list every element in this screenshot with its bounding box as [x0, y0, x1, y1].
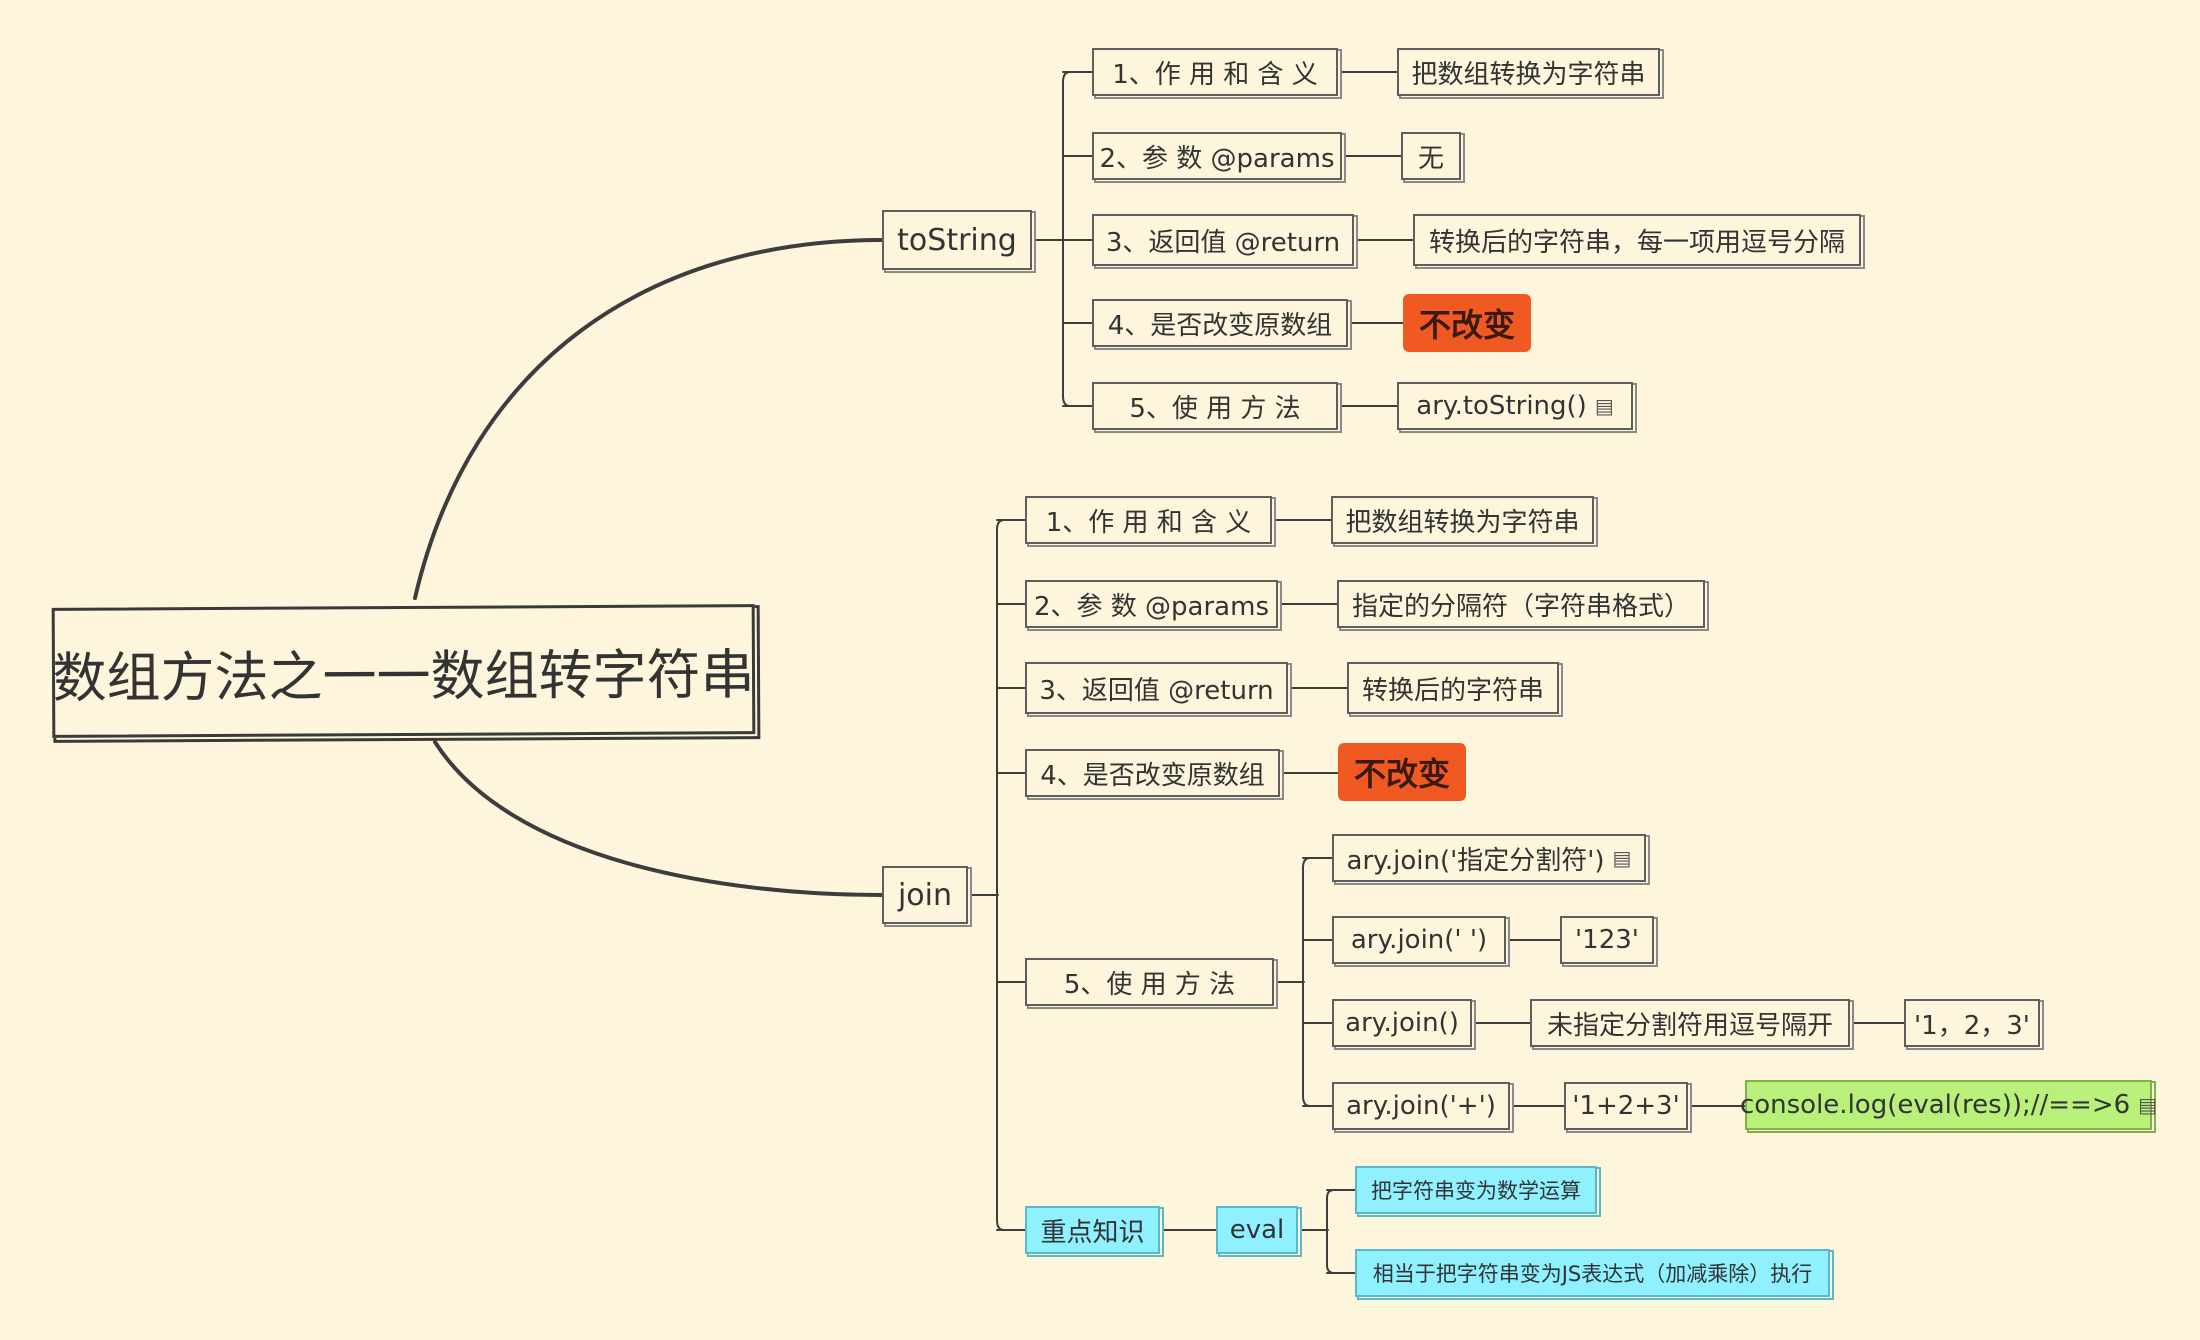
- join-row-1-label[interactable]: 1、作 用 和 含 义: [1025, 496, 1272, 544]
- join-row-3-label[interactable]: 3、返回值 @return: [1025, 662, 1288, 714]
- tostring-row-1-label[interactable]: 1、作 用 和 含 义: [1092, 48, 1338, 96]
- join-usage-4-extra-text: console.log(eval(res));//==>6: [1739, 1090, 2131, 1120]
- tostring-row-5-value[interactable]: ary.toString() ▤: [1397, 382, 1633, 430]
- root-topic[interactable]: 数组方法之一一数组转字符串: [51, 604, 756, 738]
- join-usage-2-result[interactable]: '123': [1560, 916, 1654, 964]
- tostring-row-4-value[interactable]: 不改变: [1403, 294, 1531, 352]
- join-usage-3-result[interactable]: '1，2，3': [1904, 999, 2040, 1047]
- tostring-row-5-label[interactable]: 5、使 用 方 法: [1092, 382, 1338, 430]
- join-usage-1-code[interactable]: ary.join('指定分割符') ▤: [1332, 834, 1646, 882]
- join-usage-4-extra[interactable]: console.log(eval(res));//==>6 ▤: [1740, 1080, 2157, 1130]
- join-key-eval-desc-2[interactable]: 相当于把字符串变为JS表达式（加减乘除）执行: [1355, 1249, 1830, 1297]
- join-usage-1-text: ary.join('指定分割符'): [1346, 845, 1605, 876]
- tostring-row-4-label[interactable]: 4、是否改变原数组: [1092, 299, 1348, 347]
- join-usage-3-note[interactable]: 未指定分割符用逗号隔开: [1530, 999, 1850, 1047]
- tostring-row-3-label[interactable]: 3、返回值 @return: [1092, 214, 1354, 266]
- note-icon[interactable]: ▤: [2138, 1093, 2158, 1117]
- tostring-usage-text: ary.toString(): [1416, 391, 1587, 421]
- join-branch-lines: [967, 519, 1905, 1274]
- join-row-5-label[interactable]: 5、使 用 方 法: [1025, 958, 1274, 1006]
- join-row-2-label[interactable]: 2、参 数 @params: [1025, 580, 1278, 628]
- topic-tostring[interactable]: toString: [882, 210, 1032, 270]
- tostring-row-3-value[interactable]: 转换后的字符串，每一项用逗号分隔: [1413, 214, 1861, 266]
- join-usage-4-result[interactable]: '1+2+3': [1564, 1082, 1688, 1130]
- join-row-1-value[interactable]: 把数组转换为字符串: [1331, 496, 1594, 544]
- root-to-join-curve: [433, 740, 884, 897]
- note-icon[interactable]: ▤: [1612, 846, 1632, 870]
- join-usage-2-code[interactable]: ary.join(' '): [1332, 916, 1506, 964]
- topic-join[interactable]: join: [882, 866, 968, 924]
- join-usage-3-code[interactable]: ary.join(): [1332, 999, 1472, 1047]
- join-row-4-value[interactable]: 不改变: [1338, 743, 1466, 801]
- root-to-tostring-curve: [413, 238, 884, 600]
- tostring-row-1-value[interactable]: 把数组转换为字符串: [1397, 48, 1660, 96]
- join-usage-4-code[interactable]: ary.join('+'): [1332, 1082, 1510, 1130]
- tostring-branch-lines: [1031, 71, 1414, 407]
- join-key-knowledge[interactable]: 重点知识: [1025, 1206, 1160, 1254]
- note-icon[interactable]: ▤: [1594, 394, 1614, 418]
- tostring-row-2-value[interactable]: 无: [1401, 132, 1461, 180]
- tostring-row-2-label[interactable]: 2、参 数 @params: [1092, 132, 1342, 180]
- join-row-2-value[interactable]: 指定的分隔符（字符串格式）: [1337, 580, 1705, 628]
- join-key-eval-desc-1[interactable]: 把字符串变为数学运算: [1355, 1166, 1597, 1214]
- join-row-3-value[interactable]: 转换后的字符串: [1347, 662, 1559, 714]
- join-row-4-label[interactable]: 4、是否改变原数组: [1025, 749, 1280, 797]
- join-key-eval[interactable]: eval: [1216, 1206, 1298, 1254]
